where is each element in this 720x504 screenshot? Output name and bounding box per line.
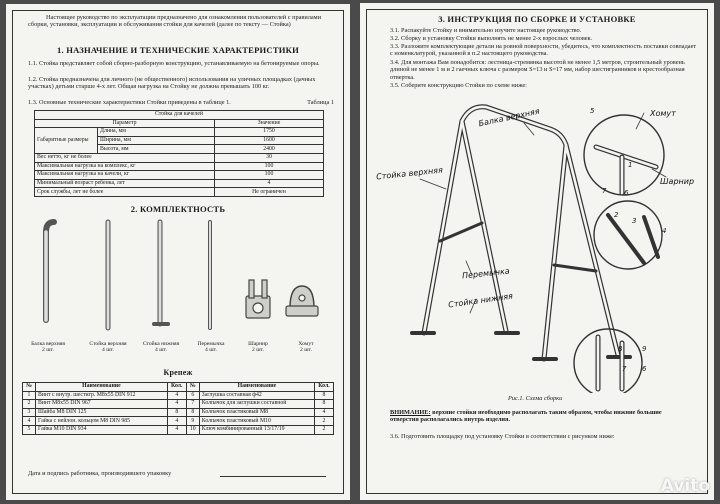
step-3-6: 3.6. Подготовить площадку под установку … — [390, 433, 615, 440]
crossbar-lines — [438, 221, 598, 273]
spec-table: Стойка для качелей Параметр Значение Габ… — [34, 110, 324, 197]
section1-title: 1. НАЗНАЧЕНИЕ И ТЕХНИЧЕСКИЕ ХАРАКТЕРИСТИ… — [57, 45, 299, 55]
detail-circle-bottom — [573, 328, 643, 393]
warning-label: ВНИМАНИЕ: — [390, 409, 431, 416]
spec-table-caption: Стойка для качелей — [34, 110, 324, 120]
spec-cell: Длина, мм — [97, 127, 215, 137]
hinge-drawing — [245, 279, 271, 319]
detail-circle-top — [583, 114, 665, 196]
avito-watermark: Avito — [660, 476, 710, 496]
signature-line — [220, 476, 326, 477]
fastener-title: Крепеж — [163, 368, 193, 377]
part-number: 8 — [618, 345, 623, 353]
spec-cell: 30 — [214, 152, 324, 163]
para-1-3: 1.3. Основные технические характеристики… — [28, 99, 231, 106]
figure-caption: Рис.1. Схема сборки — [508, 395, 563, 402]
part-number: 6 — [624, 189, 629, 197]
fastener-head: Кол. — [166, 382, 187, 392]
spec-cell: 4 — [214, 178, 324, 189]
section2-title: 2. КОМПЛЕКТНОСТЬ — [130, 204, 226, 214]
step-3-5: 3.5. Соберите конструкцию Стойки по схем… — [390, 82, 527, 89]
part-number: 7 — [622, 365, 627, 373]
fastener-head: № — [22, 382, 36, 392]
callout-hinge: Шарнир — [660, 177, 695, 186]
part-number: 7 — [602, 187, 607, 195]
section3-title: 3. ИНСТРУКЦИЯ ПО СБОРКЕ И УСТАНОВКЕ — [438, 14, 636, 24]
clamp-drawing — [285, 285, 319, 317]
spec-cell: 100 — [214, 170, 324, 180]
part-number: 4 — [662, 227, 667, 235]
part-number: 9 — [642, 345, 647, 353]
dims-label: Габаритные размеры — [34, 127, 98, 154]
spec-cell: Не ограничен — [214, 187, 324, 197]
assembly-diagram — [410, 104, 667, 393]
fastener-head: Наименование — [198, 382, 316, 392]
callout-clamp: Хомут — [650, 109, 676, 118]
parts-illustration — [43, 219, 319, 331]
packer-signature-label: Дата и подпись работника, производившего… — [28, 470, 172, 477]
step-3-3: 3.3. Разложите комплектующие детали на р… — [390, 43, 697, 58]
part-number: 6 — [642, 365, 647, 373]
table1-label: Таблица 1 — [307, 99, 334, 106]
part-number: 2 — [614, 211, 619, 219]
spec-cell: 100 — [214, 161, 324, 172]
spec-cell: Вес нетто, кг не более — [34, 152, 215, 163]
warning-note: ВНИМАНИЕ: верхние стойки необходимо расп… — [390, 409, 690, 424]
fastener-table: № Наименование Кол. № Наименование Кол. … — [22, 382, 334, 435]
part-number: 1 — [628, 161, 633, 169]
spec-cell: Максимальная нагрузка на качели, кг — [34, 170, 215, 180]
spec-cell: 1600 — [214, 135, 324, 146]
fastener-head: № — [185, 382, 200, 392]
para-1-2: 1.2. Стойка предназначена для личного (н… — [28, 76, 316, 91]
step-3-2: 3.2. Сборку и установку Стойки выполнять… — [390, 35, 593, 42]
spec-cell: 1750 — [214, 127, 324, 137]
right-page: 3. ИНСТРУКЦИЯ ПО СБОРКЕ И УСТАНОВКЕ 3.1.… — [360, 3, 714, 500]
part-number: 5 — [590, 107, 595, 115]
para-1-1: 1.1. Стойка представляет собой сборно-ра… — [28, 60, 320, 67]
spec-head-param: Параметр — [34, 118, 215, 129]
fastener-head: Наименование — [35, 382, 168, 392]
spec-cell: 2400 — [214, 144, 324, 154]
spec-cell: Высота, мм — [97, 144, 215, 154]
detail-circle-middle — [593, 200, 663, 270]
warning-text: верхние стойки необходимо располагать та… — [390, 409, 662, 424]
step-3-1: 3.1. Распакуйте Стойку и внимательно изу… — [390, 27, 582, 34]
spec-cell: Срок службы, лет не более — [34, 187, 215, 197]
fastener-head: Кол. — [314, 382, 334, 392]
spec-cell: Максимальная нагрузка на комплекс, кг — [34, 161, 215, 172]
spec-cell: Минимальный возраст ребенка, лет — [34, 178, 215, 189]
right-page-frame — [366, 9, 708, 494]
step-3-4: 3.4. Для монтажа Вам понадобится: лестни… — [390, 59, 685, 81]
intro-paragraph: Настоящее руководство по эксплуатации пр… — [28, 14, 322, 29]
spec-cell: Ширина, мм — [97, 135, 215, 146]
part-number: 3 — [632, 217, 637, 225]
left-page: Настоящее руководство по эксплуатации пр… — [6, 4, 350, 500]
left-page-frame — [12, 10, 344, 494]
spec-head-value: Значение — [214, 118, 324, 129]
